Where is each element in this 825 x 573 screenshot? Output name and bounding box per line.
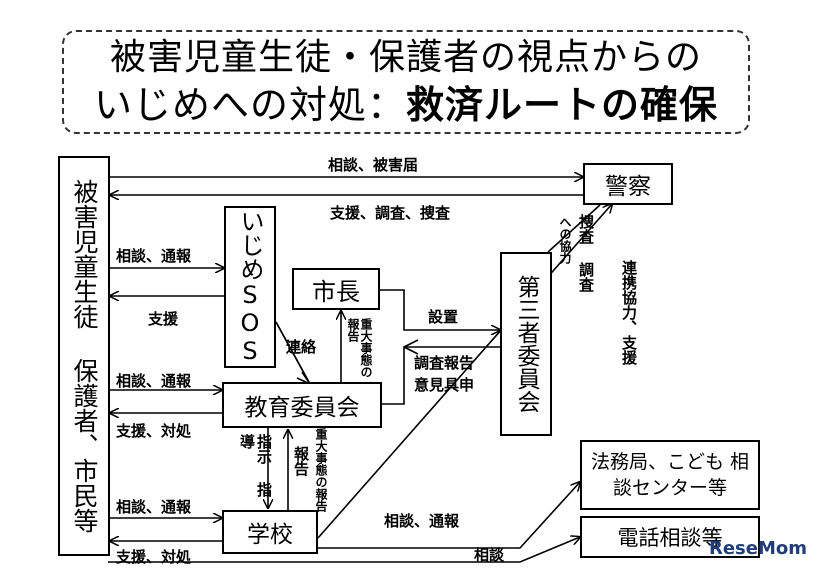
label-to-board: 相談、通報 — [116, 372, 192, 390]
node-third-party-label: 第三者委員会 — [513, 275, 539, 413]
label-serious-report-2: 重大事態の報告 — [314, 428, 328, 512]
label-to-sos: 相談、通報 — [116, 247, 192, 265]
node-police: 警察 — [583, 163, 673, 205]
node-police-label: 警察 — [605, 174, 651, 200]
label-setup: 設置 — [428, 308, 459, 326]
node-school-label: 学校 — [247, 522, 293, 548]
label-report: 報告 — [292, 446, 310, 476]
label-from-sos: 支援 — [148, 310, 179, 328]
label-from-school: 支援、対処 — [116, 548, 192, 566]
node-ijime-sos: いじめSOS — [224, 206, 276, 368]
node-legal-label: 法務局、こども 相談センター等 — [590, 451, 750, 499]
label-to-police: 相談、被害届 — [328, 156, 419, 174]
node-victim-label: 被害児童生徒 保護者、市民等 — [70, 179, 99, 533]
node-ijime-sos-label: いじめSOS — [236, 209, 264, 365]
edge-school-to-legal — [318, 482, 580, 549]
edge-third-to-police — [547, 204, 601, 253]
node-victim: 被害児童生徒 保護者、市民等 — [58, 156, 110, 556]
node-mayor: 市長 — [292, 268, 380, 310]
node-mayor-label: 市長 — [312, 277, 360, 306]
label-report-back-2: 意見具申 — [414, 376, 475, 394]
label-from-board: 支援、対処 — [116, 422, 192, 440]
label-liaison: 連絡 — [286, 338, 317, 356]
label-police-support: 連携協力、支援 — [620, 260, 638, 365]
node-phone-label: 電話相談等 — [617, 526, 723, 550]
label-to-school: 相談、通報 — [116, 498, 192, 516]
node-board: 教育委員会 — [222, 382, 382, 428]
resemom-logo: ReseMom — [708, 538, 807, 559]
title-frame — [62, 30, 750, 134]
label-serious-report: 重大事態の報告 — [346, 318, 373, 378]
label-investigation: 捜査 調査 — [577, 214, 595, 292]
label-instruct: 指示 指導 — [238, 434, 273, 497]
label-school-to-legal: 相談、通報 — [384, 512, 460, 530]
title-line-1: 被害児童生徒・保護者の視点からの — [109, 37, 702, 78]
edge-third-to-board — [382, 346, 500, 405]
node-school: 学校 — [222, 510, 318, 554]
label-consult: 相談 — [474, 546, 505, 564]
title-line-2: いじめへの対処：救済ルートの確保 — [62, 82, 750, 128]
label-report-back-1: 調査報告 — [414, 354, 475, 372]
node-phone: 電話相談等 — [580, 516, 760, 558]
label-cooperation: への協力 — [558, 216, 572, 264]
node-board-label: 教育委員会 — [244, 395, 360, 421]
title-line-2-plain: いじめへの対処： — [93, 83, 406, 127]
label-from-police: 支援、調査、捜査 — [330, 204, 451, 222]
node-legal: 法務局、こども 相談センター等 — [580, 440, 760, 510]
title-line-2-bold: 救済ルートの確保 — [406, 83, 719, 127]
node-third-party: 第三者委員会 — [500, 252, 552, 436]
edge-mayor-to-third — [380, 289, 500, 330]
edge-victim-to-phone — [108, 537, 580, 563]
edge-school-to-police — [317, 204, 612, 539]
